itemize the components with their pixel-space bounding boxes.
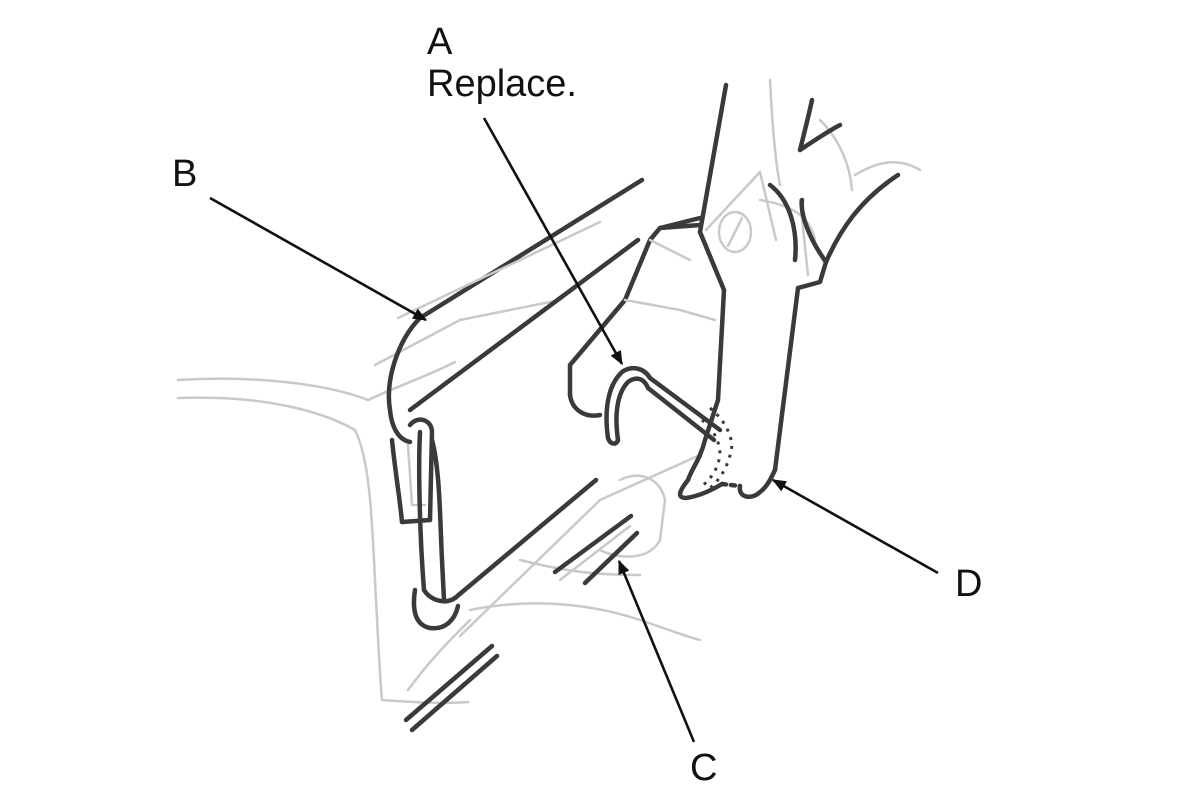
- slot-c: [552, 513, 640, 586]
- body-panel-outline: [176, 78, 922, 705]
- callout-label-d: D: [955, 563, 983, 605]
- callout-label-b: B: [172, 153, 198, 195]
- trim-panel-b: [386, 177, 645, 603]
- leader-line-d: [771, 478, 939, 575]
- callout-note-a: Replace.: [427, 63, 577, 105]
- lower-slot: [403, 643, 500, 733]
- leader-line-c: [617, 559, 696, 743]
- clip-hook: [411, 429, 599, 631]
- leader-line-b: [209, 196, 428, 322]
- clip-a: [604, 365, 723, 446]
- clip-holder: [567, 215, 717, 418]
- pliers-d: [677, 82, 901, 501]
- leader-line-a: [482, 117, 624, 366]
- callout-label-a: A: [427, 21, 453, 63]
- callout-label-c: C: [690, 747, 718, 789]
